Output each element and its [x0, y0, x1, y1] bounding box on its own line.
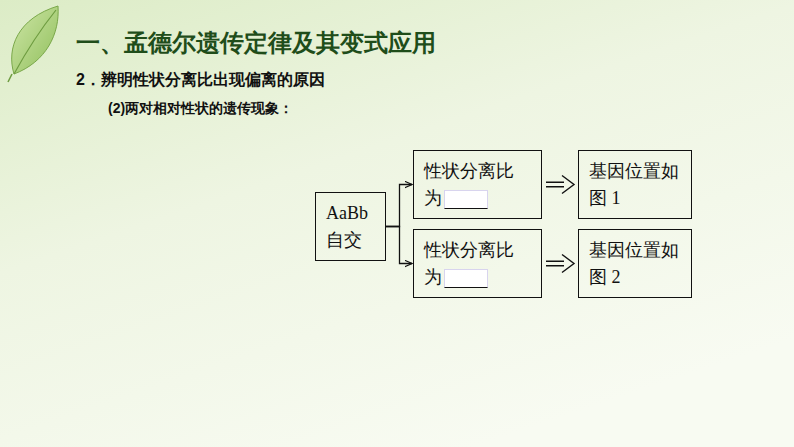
process-box: 基因位置如图 1: [578, 150, 692, 219]
box-content: 性状分离比为: [424, 158, 531, 210]
leaf-icon: [8, 6, 58, 82]
box-content: AaBb 自交: [326, 200, 375, 252]
box-content: 性状分离比为: [424, 237, 531, 289]
box-text: 基因位置如图 2: [589, 240, 679, 286]
process-box: AaBb 自交: [315, 192, 386, 261]
section-heading: 2．辨明性状分离比出现偏离的原因: [76, 70, 325, 91]
answer-blank: [444, 190, 488, 209]
answer-blank: [444, 269, 488, 288]
branch-arrow: [386, 185, 412, 227]
process-box: 性状分离比为: [413, 229, 542, 298]
slide-title: 一、孟德尔遗传定律及其变式应用: [76, 27, 436, 59]
double-arrow: [546, 176, 574, 194]
box-content: 基因位置如图 2: [589, 237, 681, 289]
process-box: 性状分离比为: [413, 150, 542, 219]
double-arrow: [546, 255, 574, 273]
branch-arrow: [386, 227, 412, 264]
process-box: 基因位置如图 2: [578, 229, 692, 298]
sub-heading: (2)两对相对性状的遗传现象：: [108, 100, 293, 118]
box-text: AaBb 自交: [326, 203, 368, 249]
box-content: 基因位置如图 1: [589, 158, 681, 210]
box-text: 基因位置如图 1: [589, 161, 679, 207]
